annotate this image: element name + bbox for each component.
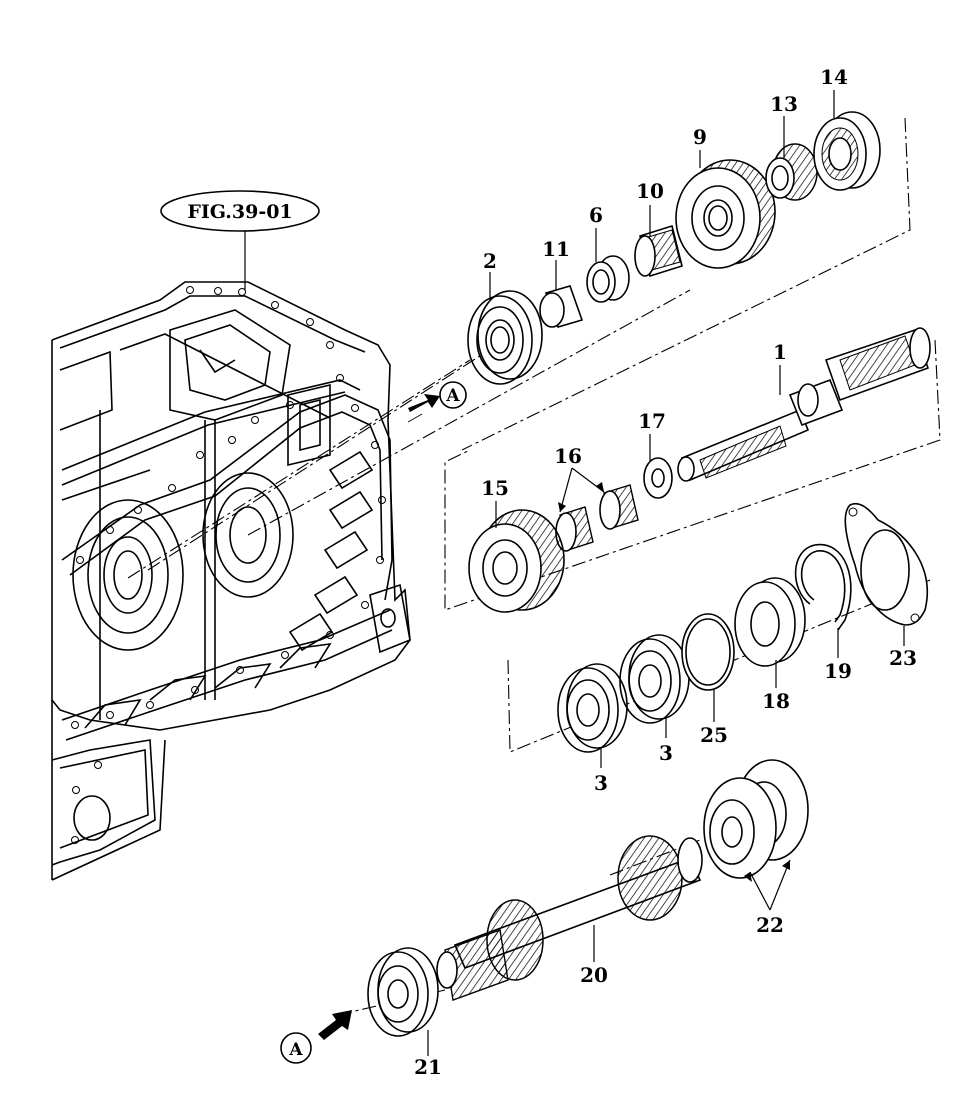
part-25-shim xyxy=(681,613,735,691)
part-18-bearing-cover xyxy=(734,577,806,667)
label-part-10: 10 xyxy=(636,179,664,203)
part-6-flanged-sleeve xyxy=(586,255,630,303)
figure-reference-callout: FIG.39-01 xyxy=(160,190,320,290)
label-part-2: 2 xyxy=(483,249,497,273)
label-part-11: 11 xyxy=(542,237,570,261)
part-19-snap-ring xyxy=(794,543,852,631)
part-16-needle-bearings xyxy=(555,484,639,552)
label-part-1: 1 xyxy=(773,340,787,364)
part-15-gear xyxy=(468,509,565,613)
part-20-counter-shaft xyxy=(436,835,703,1001)
part-2-bearing xyxy=(467,290,543,385)
part-17-thrust-washer xyxy=(643,457,673,499)
view-a-marker-lower: A xyxy=(280,1010,352,1064)
label-part-18: 18 xyxy=(762,689,790,713)
arrow-icon xyxy=(318,1010,352,1040)
leader-arrowheads xyxy=(558,482,790,882)
part-14-shift-sleeve xyxy=(813,111,881,191)
label-part-9: 9 xyxy=(693,125,707,149)
part-3-bearing-left xyxy=(557,663,628,753)
label-part-16: 16 xyxy=(554,444,582,468)
view-a-label-upper: A xyxy=(445,386,460,406)
part-1-main-shaft xyxy=(677,327,931,482)
part-11-collar xyxy=(539,285,584,328)
figure-reference-label: FIG.39-01 xyxy=(187,201,292,223)
view-a-label-lower: A xyxy=(288,1040,303,1060)
label-part-3-right: 3 xyxy=(659,741,673,765)
transmission-case xyxy=(51,281,411,881)
label-part-22: 22 xyxy=(756,913,784,937)
part-13-splined-hub xyxy=(765,143,818,201)
label-part-6: 6 xyxy=(589,203,603,227)
part-9-helical-gear xyxy=(675,159,776,269)
arrow-icon xyxy=(408,394,440,412)
part-22-bearings xyxy=(703,759,809,879)
part-23-gasket xyxy=(844,502,928,626)
view-a-marker-upper: A xyxy=(407,381,467,423)
part-10-needle-bearing xyxy=(634,224,683,278)
label-part-13: 13 xyxy=(770,92,798,116)
label-part-21: 21 xyxy=(414,1055,442,1079)
label-part-14: 14 xyxy=(820,65,848,89)
label-part-20: 20 xyxy=(580,963,608,987)
label-part-23: 23 xyxy=(889,646,917,670)
part-3-bearing-right xyxy=(619,634,690,724)
part-21-bearing xyxy=(367,947,439,1037)
label-part-17: 17 xyxy=(638,409,666,433)
label-part-3-left: 3 xyxy=(594,771,608,795)
label-part-19: 19 xyxy=(824,659,852,683)
label-part-25: 25 xyxy=(700,723,728,747)
part-labels: 14 13 9 10 6 11 2 1 17 16 15 23 19 18 25… xyxy=(414,65,917,1079)
label-part-15: 15 xyxy=(481,476,509,500)
